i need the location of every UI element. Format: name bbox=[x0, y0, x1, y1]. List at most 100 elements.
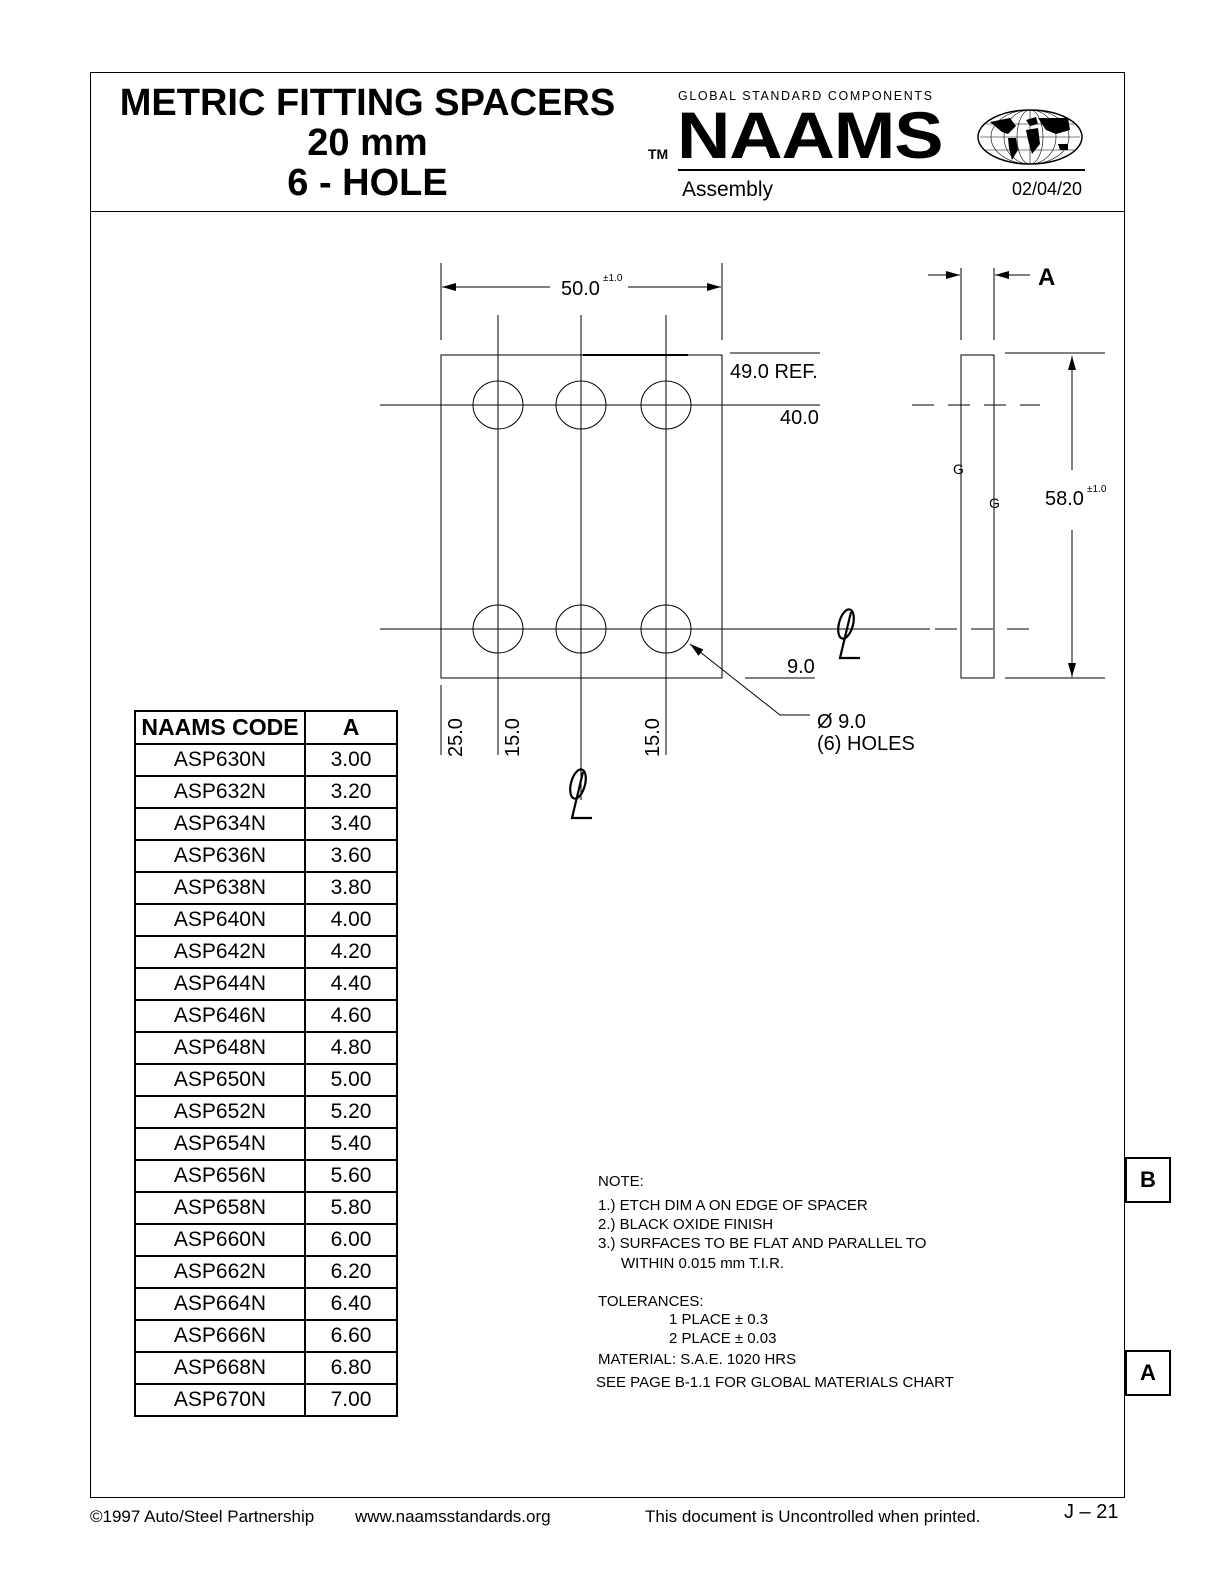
date: 02/04/20 bbox=[1012, 179, 1083, 199]
naams-code-cell: ASP632N bbox=[134, 775, 306, 809]
dim-a-cell: 4.20 bbox=[304, 935, 398, 969]
header-divider bbox=[90, 211, 1124, 212]
grain-mark: G bbox=[989, 495, 1000, 511]
hole-note-count: (6) HOLES bbox=[817, 733, 915, 755]
note-2: 2.) BLACK OXIDE FINISH bbox=[598, 1216, 774, 1233]
section-label: Assembly bbox=[682, 178, 774, 201]
naams-code-cell: ASP652N bbox=[134, 1095, 306, 1129]
naams-code-cell: ASP634N bbox=[134, 807, 306, 841]
naams-code-cell: ASP660N bbox=[134, 1223, 306, 1257]
naams-code-cell: ASP646N bbox=[134, 999, 306, 1033]
dim-a-cell: 3.00 bbox=[304, 743, 398, 777]
tolerance-2: 2 PLACE ± 0.03 bbox=[669, 1330, 777, 1347]
naams-code-cell: ASP662N bbox=[134, 1255, 306, 1289]
website-link[interactable]: www.naamsstandards.org bbox=[355, 1507, 551, 1526]
see-page: SEE PAGE B-1.1 FOR GLOBAL MATERIALS CHAR… bbox=[596, 1374, 954, 1391]
tolerance-1: 1 PLACE ± 0.3 bbox=[669, 1311, 769, 1328]
note-heading: NOTE: bbox=[598, 1173, 644, 1190]
naams-code-cell: ASP664N bbox=[134, 1287, 306, 1321]
brand-logo: NAAMS bbox=[677, 98, 944, 172]
hole-pattern bbox=[472, 380, 692, 654]
dim-left: 25.0 bbox=[445, 718, 467, 757]
dim-a-cell: 5.60 bbox=[304, 1159, 398, 1193]
naams-code-cell: ASP658N bbox=[134, 1191, 306, 1225]
naams-code-cell: ASP644N bbox=[134, 967, 306, 1001]
title-line-2: 20 mm bbox=[307, 122, 428, 164]
side-tab-b[interactable]: B bbox=[1125, 1157, 1171, 1203]
bottom-row-dim: 9.0 bbox=[787, 656, 815, 678]
dim-a-cell: 3.60 bbox=[304, 839, 398, 873]
dim-a-cell: 5.00 bbox=[304, 1063, 398, 1097]
centerline-symbol-horizontal bbox=[837, 608, 860, 660]
naams-code-cell: ASP670N bbox=[134, 1383, 306, 1417]
dim-a-cell: 6.40 bbox=[304, 1287, 398, 1321]
column-header-code: NAAMS CODE bbox=[134, 710, 306, 745]
dim-mid-left: 15.0 bbox=[502, 718, 524, 757]
naams-code-cell: ASP636N bbox=[134, 839, 306, 873]
height-dim: 58.0 bbox=[1045, 488, 1084, 510]
naams-code-cell: ASP656N bbox=[134, 1159, 306, 1193]
dim-a-cell: 6.80 bbox=[304, 1351, 398, 1385]
brand-tagline: GLOBAL STANDARD COMPONENTS bbox=[678, 89, 934, 103]
naams-code-cell: ASP640N bbox=[134, 903, 306, 937]
side-tab-a[interactable]: A bbox=[1125, 1350, 1171, 1396]
naams-code-cell: ASP650N bbox=[134, 1063, 306, 1097]
centerline-symbol-vertical bbox=[569, 768, 592, 820]
naams-code-cell: ASP630N bbox=[134, 743, 306, 777]
height-tol: ±1.0 bbox=[1087, 484, 1107, 495]
ref-dim: 49.0 REF. bbox=[730, 361, 818, 383]
dim-a-cell: 6.60 bbox=[304, 1319, 398, 1353]
width-dim: 50.0 bbox=[561, 278, 600, 300]
dim-a-cell: 5.40 bbox=[304, 1127, 398, 1161]
dim-a-cell: 7.00 bbox=[304, 1383, 398, 1417]
naams-code-cell: ASP648N bbox=[134, 1031, 306, 1065]
width-tol: ±1.0 bbox=[603, 273, 623, 284]
tolerances-heading: TOLERANCES: bbox=[598, 1293, 704, 1310]
material: MATERIAL: S.A.E. 1020 HRS bbox=[598, 1351, 797, 1368]
naams-code-cell: ASP668N bbox=[134, 1351, 306, 1385]
naams-code-cell: ASP666N bbox=[134, 1319, 306, 1353]
trademark: TM bbox=[648, 146, 669, 162]
top-row-dim: 40.0 bbox=[780, 407, 819, 429]
note-1: 1.) ETCH DIM A ON EDGE OF SPACER bbox=[598, 1197, 868, 1214]
dim-a-cell: 4.60 bbox=[304, 999, 398, 1033]
spacer-side-outline bbox=[960, 354, 995, 679]
disclaimer: This document is Uncontrolled when print… bbox=[645, 1507, 981, 1526]
title-line-3: 6 - HOLE bbox=[287, 162, 448, 204]
dim-a-cell: 4.40 bbox=[304, 967, 398, 1001]
thickness-label: A bbox=[1038, 264, 1055, 291]
dim-a-cell: 4.00 bbox=[304, 903, 398, 937]
page-number: J – 21 bbox=[1064, 1501, 1119, 1523]
naams-code-cell: ASP638N bbox=[134, 871, 306, 905]
dim-a-cell: 6.00 bbox=[304, 1223, 398, 1257]
dim-a-cell: 5.20 bbox=[304, 1095, 398, 1129]
dim-a-cell: 4.80 bbox=[304, 1031, 398, 1065]
dim-a-cell: 5.80 bbox=[304, 1191, 398, 1225]
page-frame bbox=[90, 72, 1125, 1498]
hole-note-diameter: Ø 9.0 bbox=[817, 711, 866, 733]
title-line-1: METRIC FITTING SPACERS bbox=[119, 82, 616, 124]
globe-icon bbox=[977, 109, 1083, 165]
